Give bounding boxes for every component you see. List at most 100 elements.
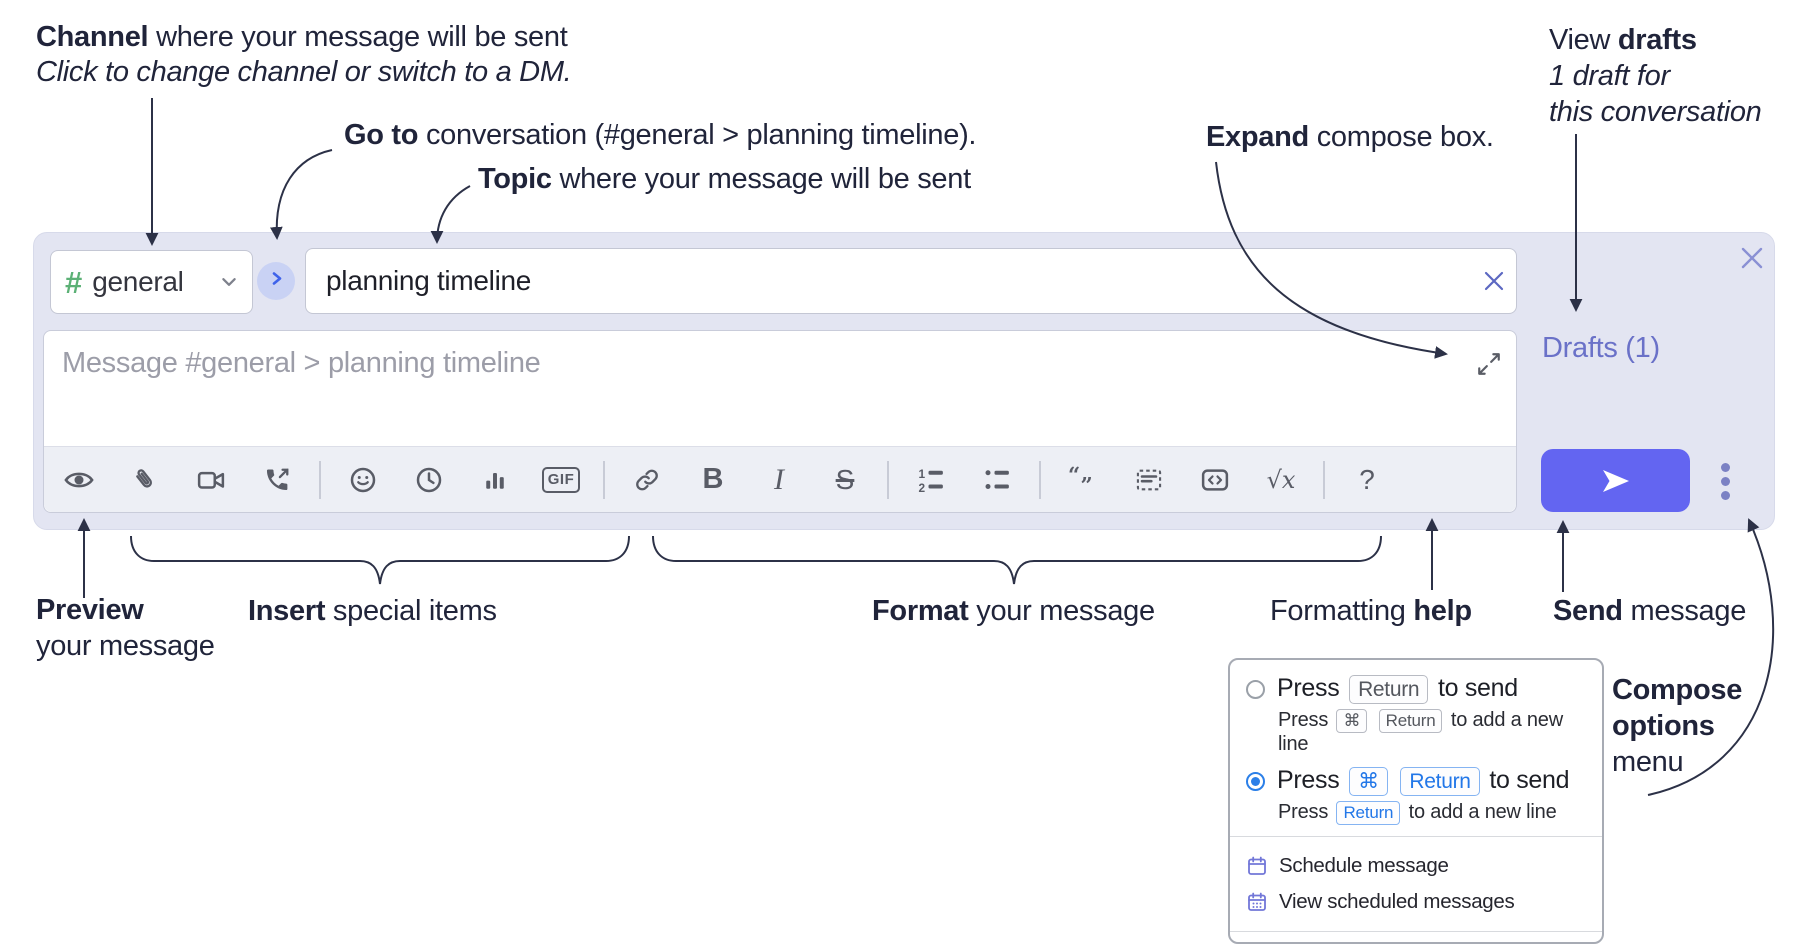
toolbar-divider [887, 460, 889, 499]
numbered-list-icon: 12 [919, 467, 943, 494]
smiley-icon [350, 467, 376, 492]
bold-button[interactable]: B [702, 463, 724, 495]
gif-button[interactable]: GIF [538, 457, 584, 503]
arrow-goto [269, 149, 333, 240]
voice-call-button[interactable] [254, 457, 300, 503]
emoji-button[interactable] [340, 457, 386, 503]
topic-input[interactable] [306, 249, 1472, 313]
menu-divider [1230, 931, 1602, 932]
video-camera-icon [197, 471, 225, 489]
bulleted-list-button[interactable] [974, 457, 1020, 503]
spoiler-button[interactable] [1126, 457, 1172, 503]
close-icon [1741, 247, 1763, 269]
annotation-view-drafts: View drafts 1 draft for this conversatio… [1549, 24, 1762, 128]
annotation-preview: Preview your message [36, 594, 215, 662]
calendar-icon [1248, 856, 1266, 875]
quote-icon: “” [1068, 465, 1093, 495]
video-call-button[interactable] [188, 457, 234, 503]
annotation-insert: Insert special items [248, 595, 497, 627]
bar-chart-icon [486, 472, 504, 489]
message-compose-area: GIF B I S 12 “” [43, 330, 1517, 513]
channel-hash-icon: # [65, 264, 83, 300]
brace-format [652, 535, 1382, 585]
annotation-send: Send message [1553, 595, 1747, 627]
message-input[interactable] [44, 331, 1516, 448]
menu-item-schedule-message[interactable]: Schedule message [1246, 848, 1586, 884]
svg-text:1: 1 [919, 467, 926, 481]
annotation-compose-options: Compose options menu [1612, 674, 1743, 778]
strikethrough-button[interactable]: S [835, 463, 855, 495]
chevron-right-icon [267, 269, 286, 293]
annotation-channel-sub: Click to change channel or switch to a D… [36, 56, 572, 88]
compose-options-menu-button[interactable] [1705, 451, 1745, 511]
return-key: Return [1349, 675, 1429, 704]
annotation-channel-rest: where your message will be sent [148, 21, 568, 53]
paperclip-icon [136, 468, 152, 488]
annotation-goto: Go to conversation (#general > planning … [344, 119, 977, 151]
clock-icon [416, 467, 442, 492]
menu-item-view-scheduled-messages[interactable]: View scheduled messages [1246, 884, 1586, 920]
send-button[interactable] [1541, 449, 1690, 512]
radio-unselected[interactable] [1246, 679, 1265, 699]
annotation-topic: Topic where your message will be sent [478, 163, 971, 195]
channel-selector-button[interactable]: # general [50, 250, 253, 314]
expand-compose-button[interactable] [1474, 349, 1504, 379]
svg-text:“: “ [1068, 465, 1080, 489]
drafts-link[interactable]: Drafts (1) [1542, 332, 1660, 364]
close-compose-button[interactable] [1734, 240, 1770, 276]
schedule-time-button[interactable] [406, 457, 452, 503]
annotation-format: Format your message [872, 595, 1155, 627]
return-key: Return [1400, 767, 1480, 796]
option-cmd-return-subtext: Press Return to add a new line [1278, 801, 1557, 825]
svg-text:”: ” [1081, 473, 1093, 495]
toolbar-divider [603, 460, 605, 499]
math-button[interactable]: √x [1266, 465, 1296, 494]
option-press-cmd-return-to-send[interactable]: Press ⌘ Return to send [1246, 766, 1586, 796]
brace-insert [130, 535, 630, 585]
code-button[interactable] [1192, 457, 1238, 503]
cmd-key: ⌘ [1349, 767, 1388, 796]
option-return-subtext: Press ⌘ Return to add a new line [1278, 709, 1563, 755]
link-icon [636, 469, 658, 490]
phone-call-icon [266, 468, 289, 490]
chevron-down-icon [220, 273, 238, 291]
clear-topic-button[interactable] [1472, 259, 1516, 303]
go-to-conversation-button[interactable] [257, 262, 295, 300]
send-icon [1602, 469, 1629, 492]
preview-button[interactable] [56, 457, 102, 503]
attach-file-button[interactable] [122, 457, 168, 503]
close-icon [1484, 271, 1504, 291]
toolbar-divider [1323, 460, 1325, 499]
link-button[interactable] [624, 457, 670, 503]
menu-divider [1230, 836, 1602, 837]
poll-button[interactable] [472, 457, 518, 503]
cmd-key: ⌘ [1336, 709, 1368, 733]
compose-options-popup: Press Return to send Press ⌘ Return to a… [1228, 658, 1604, 944]
bulleted-list-icon [985, 469, 1009, 489]
eye-icon [64, 472, 94, 487]
annotation-formatting-help: Formatting help [1270, 595, 1472, 627]
option-press-return-to-send[interactable]: Press Return to send [1246, 674, 1586, 704]
quote-button[interactable]: “” [1060, 457, 1106, 503]
italic-button[interactable]: I [774, 462, 784, 496]
channel-name: general [92, 266, 184, 297]
vertical-ellipsis-icon [1720, 462, 1730, 472]
annotation-expand: Expand compose box. [1206, 121, 1494, 153]
formatting-help-button[interactable]: ? [1359, 463, 1375, 495]
expand-diagonal-icon [1478, 353, 1500, 375]
return-key: Return [1378, 709, 1443, 733]
annotation-channel-bold: Channel [36, 21, 149, 53]
annotation-channel: Channel where your message will be sent … [36, 20, 572, 90]
topic-field [305, 248, 1517, 314]
calendar-days-icon [1248, 892, 1266, 911]
radio-selected[interactable] [1246, 771, 1265, 791]
svg-text:2: 2 [919, 480, 926, 494]
code-icon [1201, 468, 1229, 491]
toolbar-divider [1039, 460, 1041, 499]
toolbar-divider [319, 460, 321, 499]
gif-icon: GIF [541, 466, 581, 493]
spoiler-icon [1136, 469, 1162, 490]
